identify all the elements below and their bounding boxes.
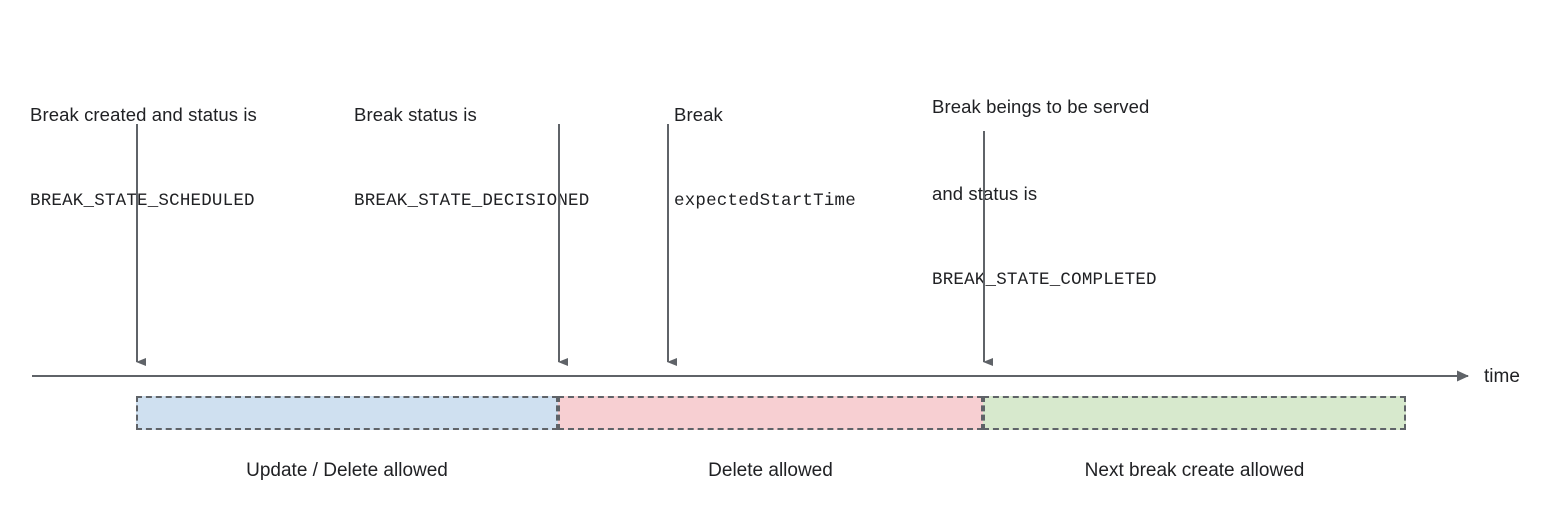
- event-label-expected-start: Break expectedStartTime: [674, 42, 856, 274]
- event-label-line: Break: [674, 104, 723, 125]
- event-label-line: Break status is: [354, 104, 477, 125]
- event-state-constant: BREAK_STATE_COMPLETED: [932, 270, 1157, 290]
- event-state-constant: BREAK_STATE_SCHEDULED: [30, 191, 255, 211]
- phase-bar-next-create: [983, 396, 1406, 430]
- event-label-scheduled: Break created and status is BREAK_STATE_…: [30, 42, 257, 274]
- event-label-line: and status is: [932, 183, 1038, 204]
- phase-caption-next-create: Next break create allowed: [1084, 460, 1305, 481]
- event-state-constant: BREAK_STATE_DECISIONED: [354, 191, 590, 211]
- phase-bar-update-delete: [136, 396, 558, 430]
- event-label-line: Break created and status is: [30, 104, 257, 125]
- event-label-decisioned: Break status is BREAK_STATE_DECISIONED: [354, 42, 589, 274]
- event-label-line: Break beings to be served: [932, 96, 1150, 117]
- event-label-completed: Break beings to be served and status is …: [932, 34, 1157, 353]
- phase-caption-delete: Delete allowed: [708, 460, 833, 481]
- phase-caption-update-delete: Update / Delete allowed: [246, 460, 448, 481]
- event-field-name: expectedStartTime: [674, 191, 856, 211]
- time-axis-label: time: [1484, 366, 1520, 387]
- phase-bar-delete: [558, 396, 983, 430]
